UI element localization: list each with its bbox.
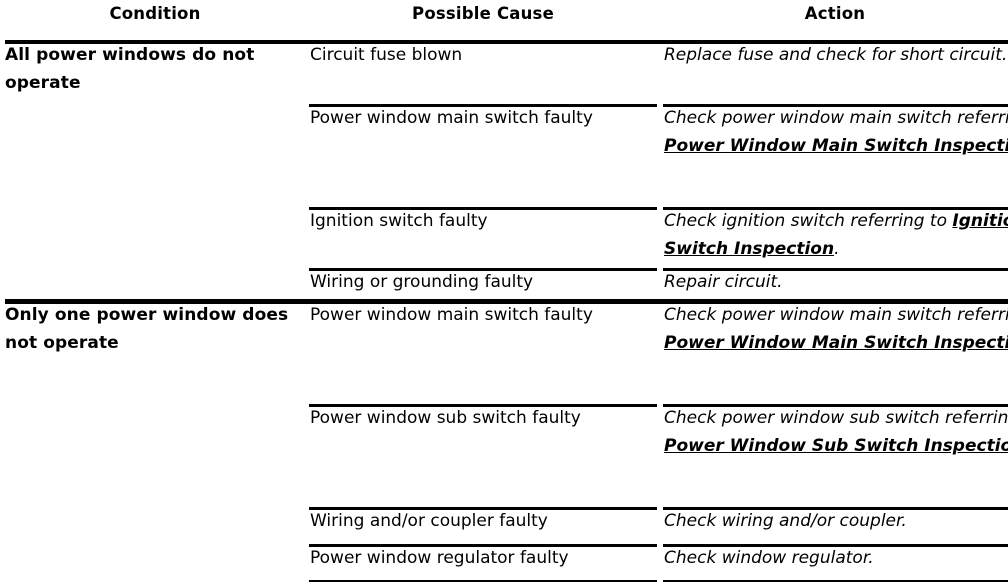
table-rule bbox=[309, 544, 657, 547]
column-header-action: Action bbox=[804, 4, 866, 23]
cell-action: Replace fuse and check for short circuit… bbox=[664, 45, 1008, 65]
table-rule bbox=[5, 299, 1008, 304]
cross-reference-link[interactable]: Power Window Main Switch Inspection bbox=[664, 333, 1008, 353]
cell-action: Check power window main switch referring… bbox=[664, 104, 1008, 160]
column-header-possible-cause: Possible Cause bbox=[412, 4, 554, 23]
cell-condition: All power windows do not operate bbox=[5, 45, 261, 93]
column-header-condition: Condition bbox=[109, 4, 201, 23]
table-rule bbox=[309, 268, 657, 271]
table-rule bbox=[663, 268, 1008, 271]
table-rule bbox=[663, 404, 1008, 407]
cell-possible-cause: Power window main switch faulty bbox=[310, 305, 593, 325]
cell-possible-cause: Wiring or grounding faulty bbox=[310, 272, 534, 292]
cell-action: Check wiring and/or coupler. bbox=[664, 511, 907, 531]
table-rule bbox=[663, 580, 1008, 582]
table-header-row: Condition Possible Cause Action bbox=[0, 0, 1008, 38]
cross-reference-link[interactable]: Power Window Sub Switch Inspection bbox=[664, 436, 1008, 456]
cell-action: Repair circuit. bbox=[664, 272, 783, 292]
cell-action: Check ignition switch referring to Ignit… bbox=[664, 207, 1008, 263]
cell-possible-cause: Ignition switch faulty bbox=[310, 211, 488, 231]
cell-action: Check power window main switch referring… bbox=[664, 301, 1008, 357]
table-rule bbox=[309, 580, 657, 582]
table-rule bbox=[309, 207, 657, 210]
table-rule bbox=[309, 404, 657, 407]
table-rule bbox=[663, 207, 1008, 210]
cross-reference-link[interactable]: Ignition Switch Inspection bbox=[664, 211, 1008, 259]
cell-possible-cause: Power window regulator faulty bbox=[310, 548, 569, 568]
table-rule bbox=[663, 104, 1008, 107]
cell-possible-cause: Wiring and/or coupler faulty bbox=[310, 511, 548, 531]
table-rule bbox=[663, 544, 1008, 547]
table-rule bbox=[663, 507, 1008, 510]
table-rule bbox=[5, 40, 1008, 44]
cell-possible-cause: Power window sub switch faulty bbox=[310, 408, 581, 428]
cell-possible-cause: Circuit fuse blown bbox=[310, 45, 463, 65]
cell-action: Check window regulator. bbox=[664, 548, 874, 568]
cross-reference-link[interactable]: Power Window Main Switch Inspection bbox=[664, 136, 1008, 156]
table-rule bbox=[309, 104, 657, 107]
cell-action: Check power window sub switch referring … bbox=[664, 404, 1008, 460]
cell-condition: Only one power window does not operate bbox=[5, 305, 295, 353]
table-rule bbox=[309, 507, 657, 510]
cell-possible-cause: Power window main switch faulty bbox=[310, 108, 593, 128]
